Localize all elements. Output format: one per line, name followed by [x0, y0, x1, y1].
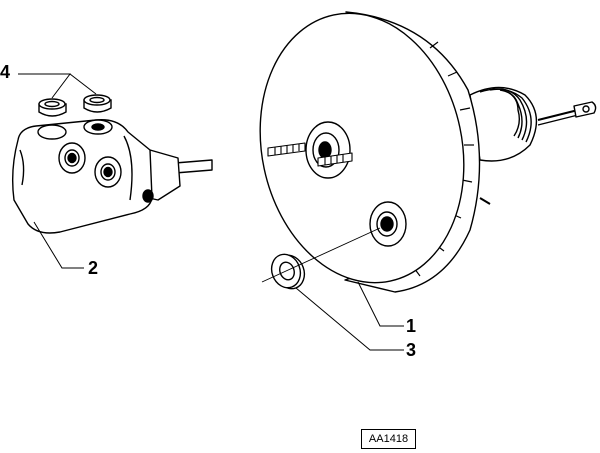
servo-rear-bellows	[469, 86, 538, 162]
servo-push-rod	[537, 101, 597, 126]
leader-line-4b	[69, 73, 97, 95]
reservoir-seals	[38, 94, 112, 117]
servo-central-boss	[305, 121, 351, 179]
leader-line-4	[18, 73, 71, 99]
callout-2: 2	[88, 258, 98, 278]
figure-reference-code: AA1418	[361, 429, 416, 449]
servo-rear-stud	[479, 197, 491, 205]
leader-line-2	[33, 221, 84, 269]
leader-lines	[18, 73, 404, 351]
grommet-alignment-line	[261, 227, 381, 283]
callout-4: 4	[0, 62, 10, 82]
callout-3: 3	[406, 340, 416, 360]
grommet	[270, 253, 306, 290]
servo-mounting-studs	[267, 142, 353, 167]
servo-front-face	[259, 12, 465, 284]
leader-line-1	[357, 281, 404, 327]
brake-servo	[259, 11, 597, 293]
servo-vacuum-port	[369, 201, 407, 247]
callout-1: 1	[406, 316, 416, 336]
master-cylinder	[11, 119, 213, 234]
leader-line-3	[295, 287, 404, 351]
